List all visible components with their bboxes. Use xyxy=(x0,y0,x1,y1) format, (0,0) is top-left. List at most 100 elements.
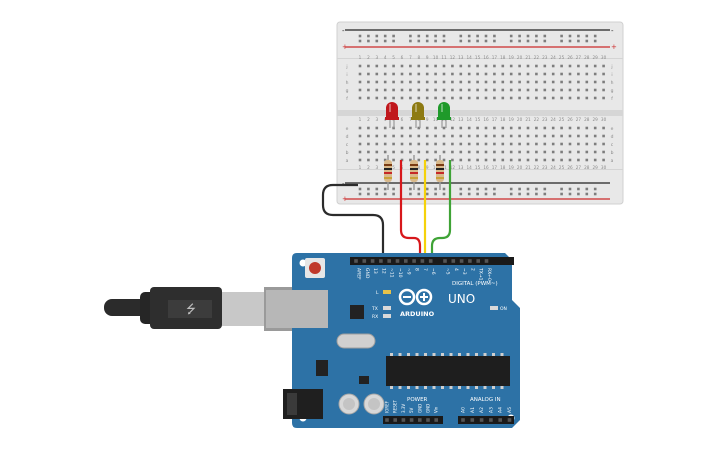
breadboard-hole[interactable] xyxy=(509,72,513,76)
breadboard-hole[interactable] xyxy=(434,134,437,138)
header-pin[interactable] xyxy=(418,418,422,422)
breadboard-hole[interactable] xyxy=(602,134,605,138)
rail-hole[interactable] xyxy=(484,192,488,196)
breadboard-hole[interactable] xyxy=(568,158,572,162)
breadboard-hole[interactable] xyxy=(551,80,555,84)
breadboard-hole[interactable] xyxy=(484,134,488,138)
header-pin[interactable] xyxy=(387,259,391,263)
breadboard-hole[interactable] xyxy=(501,134,505,138)
breadboard-hole[interactable] xyxy=(434,142,437,146)
breadboard-hole[interactable] xyxy=(467,80,471,84)
rail-hole[interactable] xyxy=(459,187,463,191)
breadboard-hole[interactable] xyxy=(400,64,404,68)
rail-hole[interactable] xyxy=(484,39,488,43)
rail-hole[interactable] xyxy=(375,34,379,38)
led-green[interactable] xyxy=(437,102,451,128)
breadboard-hole[interactable] xyxy=(602,80,605,84)
rail-hole[interactable] xyxy=(493,34,496,38)
breadboard-hole[interactable] xyxy=(518,142,521,146)
header-pin[interactable] xyxy=(479,418,484,422)
breadboard-hole[interactable] xyxy=(375,88,379,92)
breadboard-hole[interactable] xyxy=(367,64,370,68)
rail-hole[interactable] xyxy=(383,34,387,38)
breadboard-hole[interactable] xyxy=(383,126,387,130)
rail-hole[interactable] xyxy=(434,187,437,191)
breadboard-hole[interactable] xyxy=(560,64,563,68)
breadboard-hole[interactable] xyxy=(518,158,521,162)
breadboard-hole[interactable] xyxy=(551,158,555,162)
rail-hole[interactable] xyxy=(425,39,429,43)
breadboard-hole[interactable] xyxy=(358,64,362,68)
header-pin[interactable] xyxy=(428,259,433,263)
breadboard-hole[interactable] xyxy=(493,150,496,154)
breadboard-hole[interactable] xyxy=(526,158,530,162)
breadboard-hole[interactable] xyxy=(568,88,572,92)
breadboard-hole[interactable] xyxy=(568,150,572,154)
breadboard-hole[interactable] xyxy=(484,96,488,100)
breadboard-hole[interactable] xyxy=(400,142,404,146)
breadboard-hole[interactable] xyxy=(526,142,530,146)
breadboard-hole[interactable] xyxy=(518,72,521,76)
breadboard-hole[interactable] xyxy=(543,88,547,92)
breadboard-hole[interactable] xyxy=(501,72,505,76)
breadboard-hole[interactable] xyxy=(467,142,471,146)
breadboard-hole[interactable] xyxy=(459,80,463,84)
breadboard-hole[interactable] xyxy=(593,158,597,162)
breadboard-hole[interactable] xyxy=(383,88,387,92)
breadboard-hole[interactable] xyxy=(551,126,555,130)
rail-hole[interactable] xyxy=(493,39,496,43)
breadboard-hole[interactable] xyxy=(602,142,605,146)
breadboard-hole[interactable] xyxy=(560,150,563,154)
breadboard-hole[interactable] xyxy=(585,150,589,154)
breadboard-hole[interactable] xyxy=(442,150,446,154)
breadboard-hole[interactable] xyxy=(509,158,513,162)
breadboard-hole[interactable] xyxy=(543,126,547,130)
rail-hole[interactable] xyxy=(375,39,379,43)
breadboard-hole[interactable] xyxy=(451,142,454,146)
breadboard-hole[interactable] xyxy=(518,134,521,138)
header-pin[interactable] xyxy=(393,418,397,422)
rail-hole[interactable] xyxy=(442,34,446,38)
rail-hole[interactable] xyxy=(467,187,471,191)
breadboard-hole[interactable] xyxy=(417,64,421,68)
breadboard-hole[interactable] xyxy=(568,134,572,138)
breadboard[interactable]: - + - + - + 1112223334445556667778889991… xyxy=(336,21,624,205)
rail-hole[interactable] xyxy=(375,192,379,196)
breadboard-hole[interactable] xyxy=(535,72,538,76)
breadboard-hole[interactable] xyxy=(400,150,404,154)
header-pin[interactable] xyxy=(370,259,375,263)
rail-hole[interactable] xyxy=(509,34,513,38)
breadboard-hole[interactable] xyxy=(501,126,505,130)
breadboard-hole[interactable] xyxy=(467,64,471,68)
rail-hole[interactable] xyxy=(509,39,513,43)
breadboard-hole[interactable] xyxy=(442,80,446,84)
breadboard-hole[interactable] xyxy=(484,72,488,76)
breadboard-hole[interactable] xyxy=(367,80,370,84)
header-pin[interactable] xyxy=(412,259,416,263)
breadboard-hole[interactable] xyxy=(585,72,589,76)
breadboard-hole[interactable] xyxy=(392,72,395,76)
breadboard-hole[interactable] xyxy=(577,142,580,146)
breadboard-hole[interactable] xyxy=(518,80,521,84)
rail-hole[interactable] xyxy=(392,192,395,196)
breadboard-hole[interactable] xyxy=(417,72,421,76)
rail-hole[interactable] xyxy=(568,39,572,43)
breadboard-hole[interactable] xyxy=(551,142,555,146)
breadboard-hole[interactable] xyxy=(526,150,530,154)
breadboard-hole[interactable] xyxy=(375,134,379,138)
breadboard-hole[interactable] xyxy=(358,150,362,154)
breadboard-hole[interactable] xyxy=(383,150,387,154)
breadboard-hole[interactable] xyxy=(577,64,580,68)
rail-hole[interactable] xyxy=(425,192,429,196)
rail-hole[interactable] xyxy=(383,187,387,191)
breadboard-hole[interactable] xyxy=(425,142,429,146)
rail-hole[interactable] xyxy=(560,34,563,38)
breadboard-hole[interactable] xyxy=(409,126,412,130)
rail-hole[interactable] xyxy=(476,192,479,196)
rail-hole[interactable] xyxy=(526,187,530,191)
breadboard-hole[interactable] xyxy=(577,126,580,130)
rail-hole[interactable] xyxy=(535,187,538,191)
breadboard-hole[interactable] xyxy=(367,96,370,100)
breadboard-hole[interactable] xyxy=(560,142,563,146)
breadboard-hole[interactable] xyxy=(400,96,404,100)
